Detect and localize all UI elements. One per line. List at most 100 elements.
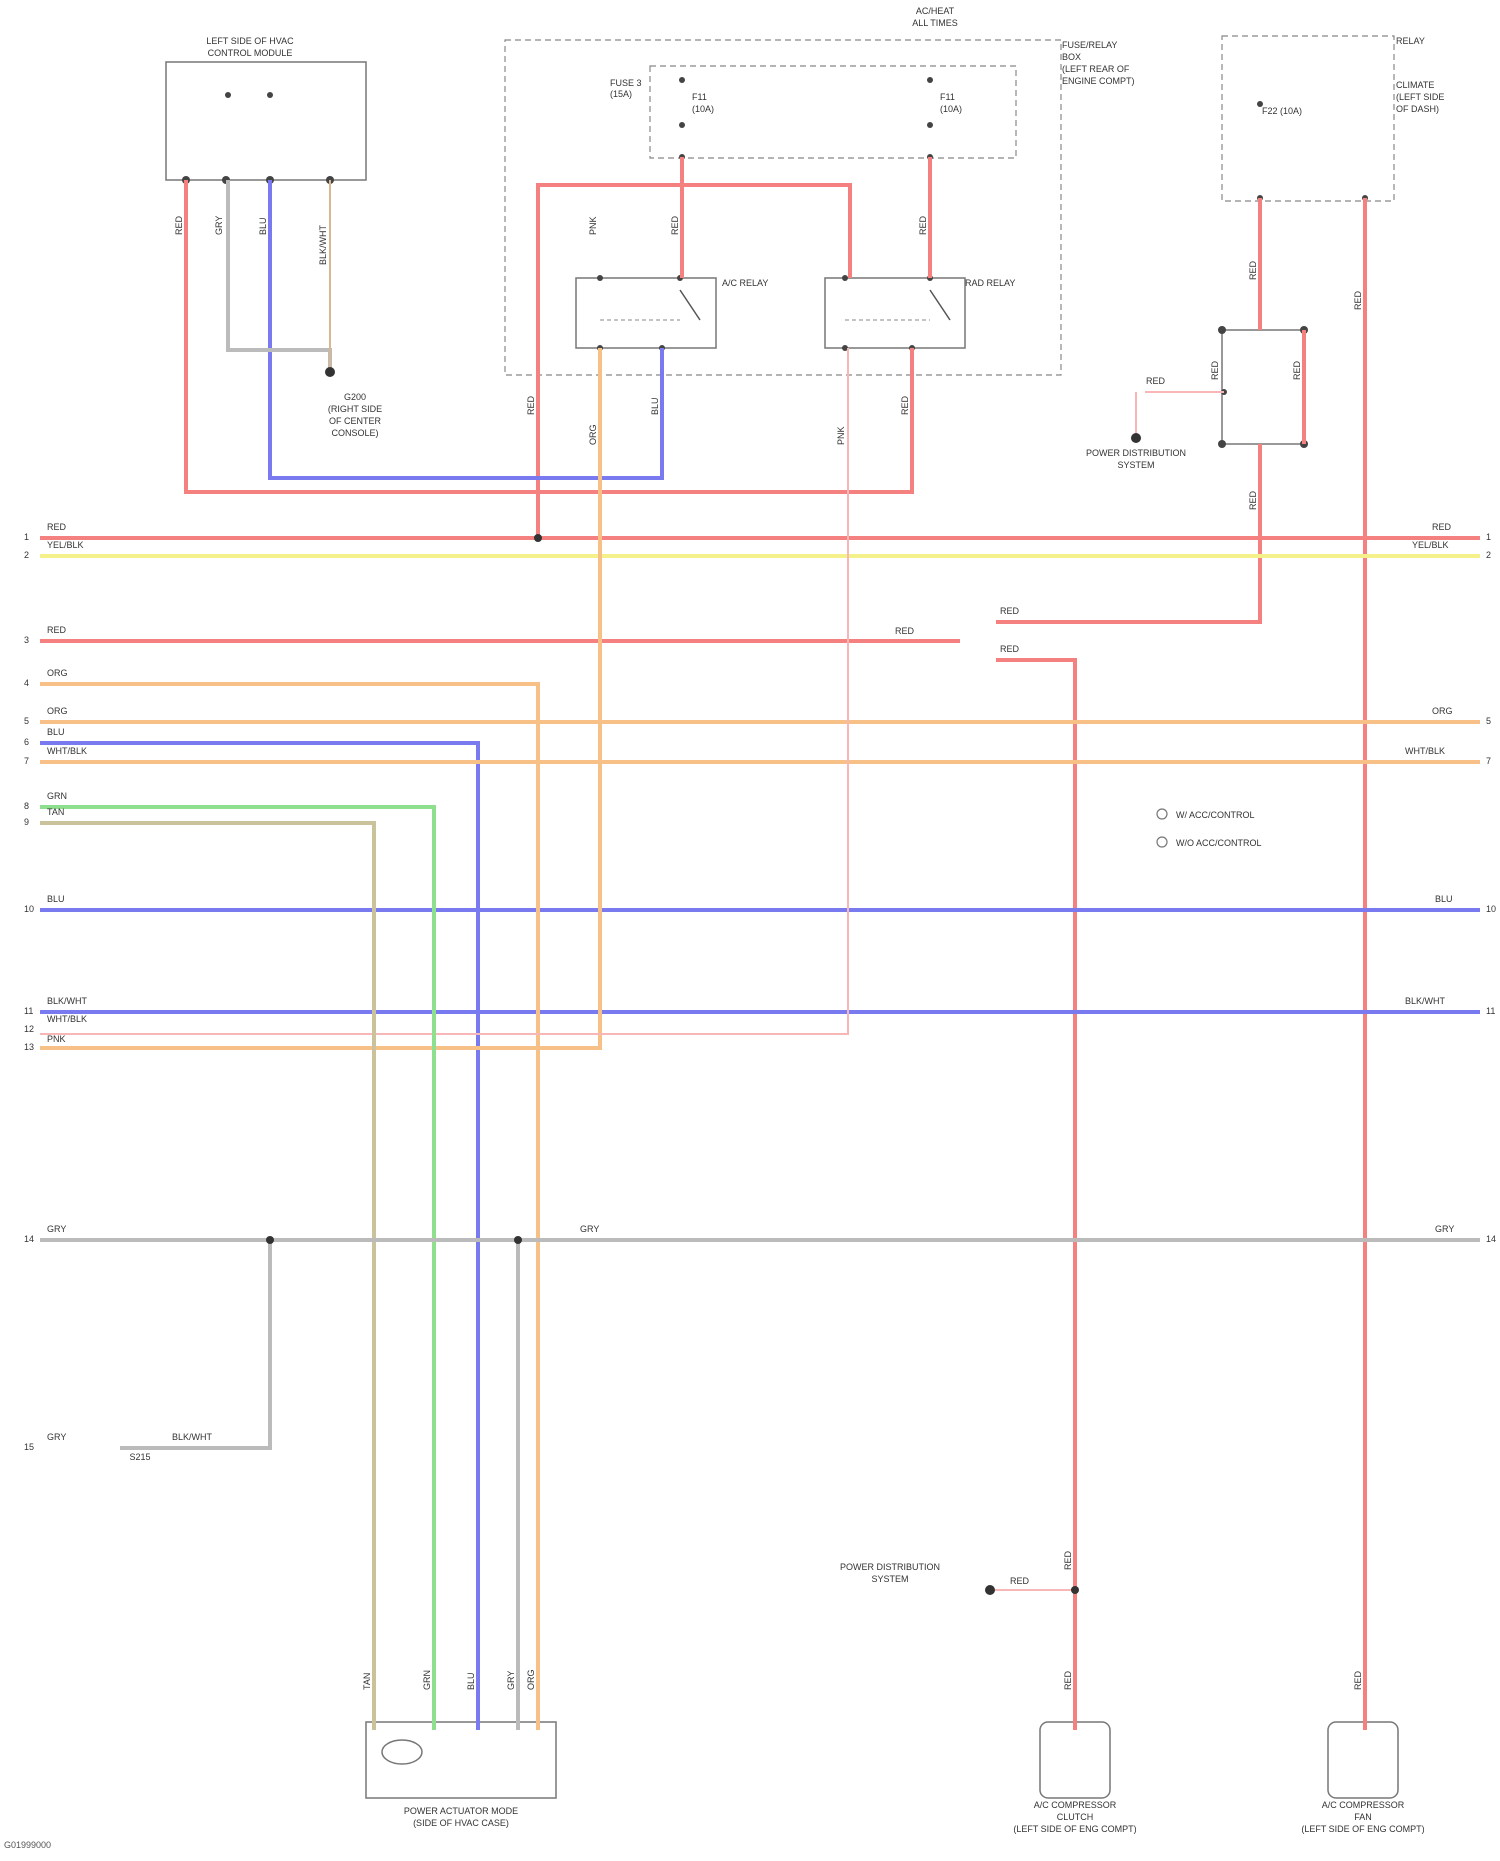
diagram-subtitle: ALL TIMES bbox=[912, 18, 958, 28]
svg-text:BLU: BLU bbox=[466, 1672, 476, 1690]
svg-text:11: 11 bbox=[1486, 1006, 1495, 1016]
svg-text:14: 14 bbox=[1486, 1234, 1496, 1244]
fuse-label-1: FUSE 3 bbox=[610, 78, 642, 88]
svg-text:GRY: GRY bbox=[47, 1224, 66, 1234]
wires bbox=[40, 157, 1480, 1730]
svg-text:RED: RED bbox=[1063, 1550, 1073, 1570]
actuator-motor-icon bbox=[382, 1740, 422, 1764]
splice-dot-1 bbox=[534, 534, 542, 542]
splice-label: S215 bbox=[129, 1452, 150, 1462]
svg-text:12: 12 bbox=[24, 1024, 34, 1034]
svg-text:2: 2 bbox=[24, 550, 29, 560]
svg-text:ORG: ORG bbox=[588, 424, 598, 445]
svg-text:BLU: BLU bbox=[1435, 894, 1453, 904]
right-block-outline bbox=[1222, 36, 1394, 201]
svg-text:RED: RED bbox=[1210, 360, 1220, 380]
svg-text:RED: RED bbox=[47, 522, 67, 532]
svg-text:BLK/WHT: BLK/WHT bbox=[47, 996, 88, 1006]
relay-block-outline bbox=[505, 40, 1061, 375]
svg-text:RED: RED bbox=[1353, 1670, 1363, 1690]
ground-g200-icon bbox=[325, 367, 335, 377]
right-block-relay-label: RELAY bbox=[1396, 36, 1425, 46]
ground-g200-label-2: (RIGHT SIDE bbox=[328, 404, 382, 414]
svg-text:ORG: ORG bbox=[47, 706, 68, 716]
svg-text:BLU: BLU bbox=[47, 894, 65, 904]
compressor-clutch-label-2: CLUTCH bbox=[1057, 1812, 1094, 1822]
svg-text:PNK: PNK bbox=[836, 426, 846, 445]
svg-text:WHT/BLK: WHT/BLK bbox=[1405, 746, 1445, 756]
svg-text:15: 15 bbox=[24, 1442, 34, 1452]
left-sensor-label-2: CONTROL MODULE bbox=[208, 48, 293, 58]
svg-text:RED: RED bbox=[1248, 260, 1258, 280]
fuse-left-label-2: (10A) bbox=[692, 104, 714, 114]
relay-switches bbox=[600, 290, 950, 320]
svg-text:W/ ACC/CONTROL: W/ ACC/CONTROL bbox=[1176, 810, 1255, 820]
right-block-label: F22 (10A) bbox=[1262, 106, 1302, 116]
svg-text:BLU: BLU bbox=[258, 217, 268, 235]
svg-text:RED: RED bbox=[1353, 290, 1363, 310]
power-distribution-label-2: SYSTEM bbox=[1117, 460, 1154, 470]
relay-block-label-3: (LEFT REAR OF bbox=[1062, 64, 1130, 74]
legend: W/ ACC/CONTROL W/O ACC/CONTROL bbox=[1157, 809, 1262, 848]
compressor-clutch-box bbox=[1040, 1722, 1110, 1798]
svg-text:ORG: ORG bbox=[1432, 706, 1453, 716]
svg-text:YEL/BLK: YEL/BLK bbox=[1412, 540, 1449, 550]
splice-dot-3 bbox=[514, 1236, 522, 1244]
compressor-fan-box bbox=[1328, 1722, 1398, 1798]
right-block-note-2: (LEFT SIDE bbox=[1396, 92, 1444, 102]
power-actuator-label-2: (SIDE OF HVAC CASE) bbox=[413, 1818, 509, 1828]
svg-text:PNK: PNK bbox=[588, 216, 598, 235]
svg-text:11: 11 bbox=[24, 1006, 33, 1016]
svg-text:GRY: GRY bbox=[1435, 1224, 1454, 1234]
compressor-clutch-label-3: (LEFT SIDE OF ENG COMPT) bbox=[1013, 1824, 1136, 1834]
svg-text:RED: RED bbox=[900, 395, 910, 415]
svg-text:RED: RED bbox=[1010, 1576, 1030, 1586]
svg-text:WHT/BLK: WHT/BLK bbox=[47, 1014, 87, 1024]
compressor-fan-label-2: FAN bbox=[1354, 1812, 1372, 1822]
svg-text:BLU: BLU bbox=[650, 397, 660, 415]
svg-text:PNK: PNK bbox=[47, 1034, 66, 1044]
svg-text:TAN: TAN bbox=[47, 807, 64, 817]
splice-dot-4 bbox=[1071, 1586, 1079, 1594]
legend-marker-1-icon bbox=[1157, 809, 1167, 819]
ground-g200-label-3: OF CENTER bbox=[329, 416, 382, 426]
fuse-right-label-1: F11 bbox=[940, 92, 955, 102]
row-numbers: 1 2 3 4 5 6 7 8 9 10 11 12 13 14 15 1 2 … bbox=[24, 532, 1496, 1452]
relay2-label: RAD RELAY bbox=[965, 278, 1015, 288]
power-distribution-ground-2-icon bbox=[985, 1585, 995, 1595]
svg-text:13: 13 bbox=[24, 1042, 34, 1052]
svg-text:4: 4 bbox=[24, 678, 29, 688]
svg-text:RED: RED bbox=[1432, 522, 1452, 532]
compressor-clutch-label-1: A/C COMPRESSOR bbox=[1034, 1800, 1117, 1810]
svg-text:1: 1 bbox=[1486, 532, 1491, 542]
svg-text:BLU: BLU bbox=[47, 727, 65, 737]
svg-text:RED: RED bbox=[895, 626, 915, 636]
power-actuator-box bbox=[366, 1722, 556, 1798]
svg-text:GRY: GRY bbox=[580, 1224, 599, 1234]
svg-text:RED: RED bbox=[1000, 606, 1020, 616]
power-distribution-2-label-1: POWER DISTRIBUTION bbox=[840, 1562, 940, 1572]
svg-text:RED: RED bbox=[174, 215, 184, 235]
svg-text:RED: RED bbox=[1063, 1670, 1073, 1690]
splice-dot-2 bbox=[266, 1236, 274, 1244]
svg-text:RED: RED bbox=[918, 215, 928, 235]
svg-text:BLK/WHT: BLK/WHT bbox=[172, 1432, 213, 1442]
right-block-note-3: OF DASH) bbox=[1396, 104, 1439, 114]
relay1-label: A/C RELAY bbox=[722, 278, 768, 288]
svg-text:RED: RED bbox=[1292, 360, 1302, 380]
left-sensor-label-1: LEFT SIDE OF HVAC bbox=[206, 36, 294, 46]
svg-text:GRN: GRN bbox=[422, 1670, 432, 1690]
footer-code: G01999000 bbox=[4, 1840, 51, 1850]
svg-text:6: 6 bbox=[24, 737, 29, 747]
svg-text:TAN: TAN bbox=[362, 1673, 372, 1690]
ground-g200-label-1: G200 bbox=[344, 392, 366, 402]
svg-text:RED: RED bbox=[670, 215, 680, 235]
svg-text:5: 5 bbox=[1486, 716, 1491, 726]
svg-text:ORG: ORG bbox=[47, 668, 68, 678]
diagram-title: AC/HEAT bbox=[916, 6, 955, 16]
svg-text:BLK/WHT: BLK/WHT bbox=[1405, 996, 1446, 1006]
power-distribution-label-1: POWER DISTRIBUTION bbox=[1086, 448, 1186, 458]
svg-text:14: 14 bbox=[24, 1234, 34, 1244]
